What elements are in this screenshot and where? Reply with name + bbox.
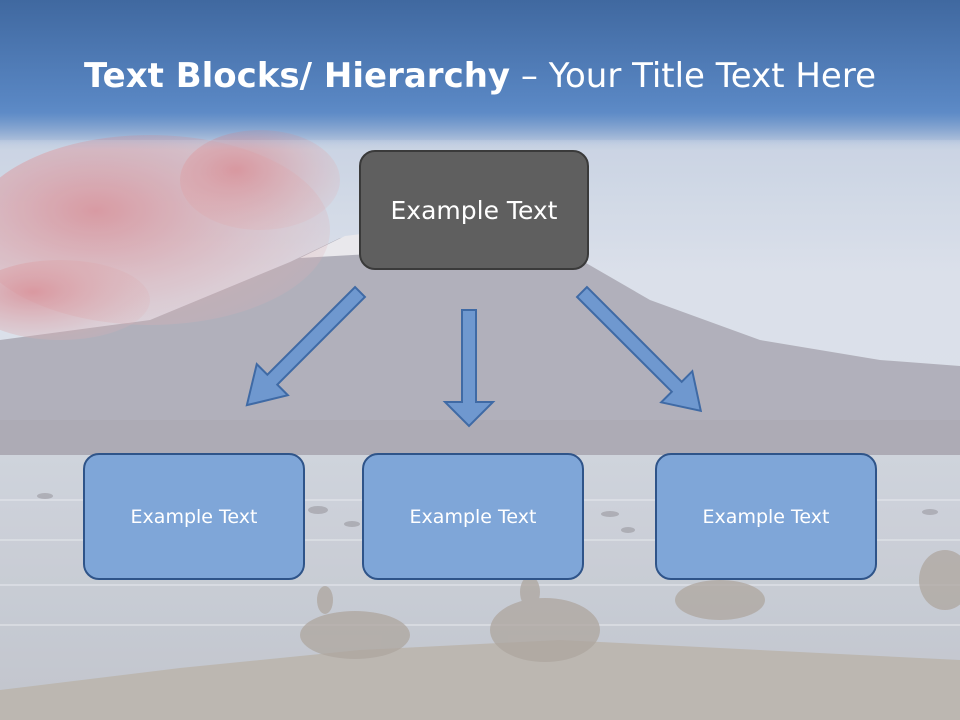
arrow-to-right-box: [575, 285, 703, 413]
root-text-box: Example Text: [359, 150, 589, 270]
child-text-box-3: Example Text: [655, 453, 877, 580]
child-text-1: Example Text: [130, 505, 258, 528]
title-regular-part: – Your Title Text Here: [510, 56, 876, 96]
root-text: Example Text: [390, 195, 558, 225]
child-text-2: Example Text: [409, 505, 537, 528]
slide-title: Text Blocks/ Hierarchy – Your Title Text…: [0, 54, 960, 98]
arrow-to-left-box: [245, 285, 367, 407]
child-text-box-2: Example Text: [362, 453, 584, 580]
child-text-box-1: Example Text: [83, 453, 305, 580]
child-text-3: Example Text: [702, 505, 830, 528]
title-bold-part: Text Blocks/ Hierarchy: [83, 56, 511, 96]
arrow-to-center-box: [442, 309, 496, 428]
